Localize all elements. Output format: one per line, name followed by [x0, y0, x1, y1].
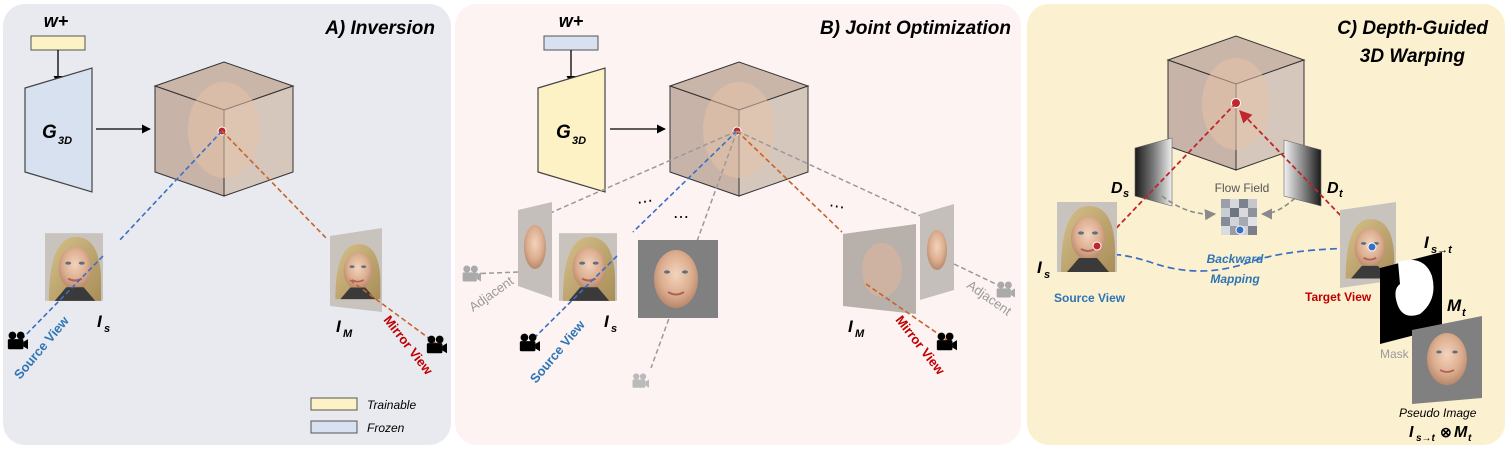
mirror-image-b: I M: [843, 224, 951, 343]
adjacent-ray-left-1: [547, 130, 738, 215]
mirror-ray-a: [221, 130, 329, 241]
svg-text:w+: w+: [559, 11, 584, 31]
svg-text:I: I: [1409, 424, 1414, 441]
warped-image-label: I s→t: [1424, 233, 1453, 256]
svg-text:w+: w+: [44, 11, 69, 31]
legend-trainable-swatch: [310, 397, 358, 411]
svg-text:s: s: [1044, 269, 1050, 281]
source-image-c: I s Source View: [1037, 200, 1126, 305]
legend-frozen-label: Frozen: [367, 421, 405, 435]
depth-to-flow-arrow-left: [1161, 195, 1217, 221]
mirror-image-a: I M: [330, 228, 439, 346]
generator-block-b: G 3D: [537, 67, 606, 193]
source-image-a: I s: [14, 232, 110, 347]
target-image-c: Target View: [1305, 202, 1396, 304]
svg-text:3D Warping: 3D Warping: [1360, 46, 1466, 67]
svg-text:G: G: [42, 122, 57, 143]
svg-text:s→t: s→t: [1416, 433, 1436, 444]
svg-text:I: I: [97, 312, 103, 331]
adjacent-image-right: [920, 204, 1001, 300]
mask-image: M t Mask: [1380, 252, 1467, 361]
adjacent-ray-down: [650, 130, 738, 369]
panel-c-title: C) Depth-Guided 3D Warping: [1337, 18, 1488, 67]
depth-to-flow-arrow-right: [1260, 197, 1296, 220]
svg-text:I: I: [848, 317, 854, 336]
legend-trainable-label: Trainable: [367, 398, 416, 412]
ellipsis-left: ⋯: [636, 192, 655, 212]
ellipsis-center: ⋯: [673, 209, 689, 226]
latent-box-a: w+: [30, 11, 86, 85]
warp-ray-from-target: [1239, 110, 1369, 245]
mirror-camera-icon-b: [936, 332, 957, 351]
svg-text:3D: 3D: [572, 135, 586, 147]
svg-text:s: s: [611, 323, 617, 335]
backward-mapping-arrow: [1104, 247, 1371, 272]
volume-cube-a: [153, 61, 295, 197]
depth-map-source: D s: [1111, 137, 1173, 207]
adjacent-image-left: [467, 202, 552, 298]
svg-text:M: M: [343, 328, 353, 340]
generator-block-a: G 3D: [24, 67, 93, 193]
svg-text:C) Depth-Guided: C) Depth-Guided: [1337, 18, 1488, 39]
pseudo-image: Pseudo Image: [1399, 316, 1482, 420]
svg-text:M: M: [1454, 424, 1468, 441]
svg-text:Backward: Backward: [1207, 252, 1264, 266]
svg-text:t: t: [1339, 188, 1344, 200]
legend: Trainable Frozen: [310, 397, 416, 435]
panel-b-title: B) Joint Optimization: [820, 18, 1011, 39]
svg-text:s: s: [1123, 188, 1129, 200]
panel-a-title: A) Inversion: [324, 18, 435, 39]
svg-text:Pseudo Image: Pseudo Image: [1399, 406, 1477, 420]
svg-text:Mapping: Mapping: [1210, 272, 1260, 286]
svg-text:M: M: [1447, 296, 1462, 315]
source-camera-icon-b: [519, 333, 540, 352]
svg-text:s: s: [104, 323, 110, 335]
backward-mapping-label: Backward Mapping: [1207, 252, 1264, 286]
svg-text:A) Inversion: A) Inversion: [324, 18, 435, 39]
warp-ray-to-source: [1102, 102, 1237, 243]
svg-text:I: I: [1424, 233, 1430, 252]
source-image-b: I s: [525, 232, 618, 347]
svg-text:s→t: s→t: [1431, 244, 1453, 256]
svg-text:⊗: ⊗: [1440, 424, 1452, 440]
svg-text:I: I: [336, 317, 342, 336]
mirror-camera-icon-a: [426, 335, 447, 354]
svg-text:B) Joint Optimization: B) Joint Optimization: [820, 18, 1011, 39]
flow-field: Flow Field: [1215, 181, 1270, 235]
source-ray-a: [117, 130, 223, 243]
source-view-label-b: Source View: [527, 317, 589, 386]
source-ray-b: [632, 130, 738, 233]
depth-map-target: D t: [1283, 139, 1344, 207]
svg-text:Source View: Source View: [1054, 291, 1126, 305]
svg-text:t: t: [1462, 307, 1467, 319]
source-camera-icon-a: [7, 331, 28, 350]
latent-box-b: w+: [543, 11, 599, 85]
svg-text:t: t: [1468, 433, 1472, 444]
svg-text:I: I: [604, 312, 610, 331]
legend-frozen-swatch: [310, 420, 358, 434]
adjacent-camera-icon-left: [462, 265, 481, 282]
svg-text:Target View: Target View: [1305, 290, 1372, 304]
adjacent-ray-right-1: [736, 130, 926, 219]
svg-text:3D: 3D: [58, 135, 72, 147]
svg-text:I: I: [1037, 258, 1043, 277]
svg-text:D: D: [1327, 180, 1339, 197]
svg-text:M: M: [855, 328, 865, 340]
svg-text:Mask: Mask: [1380, 347, 1410, 361]
pseudo-formula: I s→t ⊗ M t: [1409, 424, 1472, 444]
svg-text:Flow Field: Flow Field: [1215, 181, 1270, 195]
volume-cube-b: [668, 61, 810, 197]
ellipsis-right: ⋯: [827, 197, 846, 217]
svg-text:G: G: [556, 122, 571, 143]
adjacent-camera-icon-down: [632, 373, 649, 388]
masked-face-image-b: [638, 240, 718, 318]
svg-text:D: D: [1111, 180, 1123, 197]
mirror-ray-b: [736, 130, 843, 233]
